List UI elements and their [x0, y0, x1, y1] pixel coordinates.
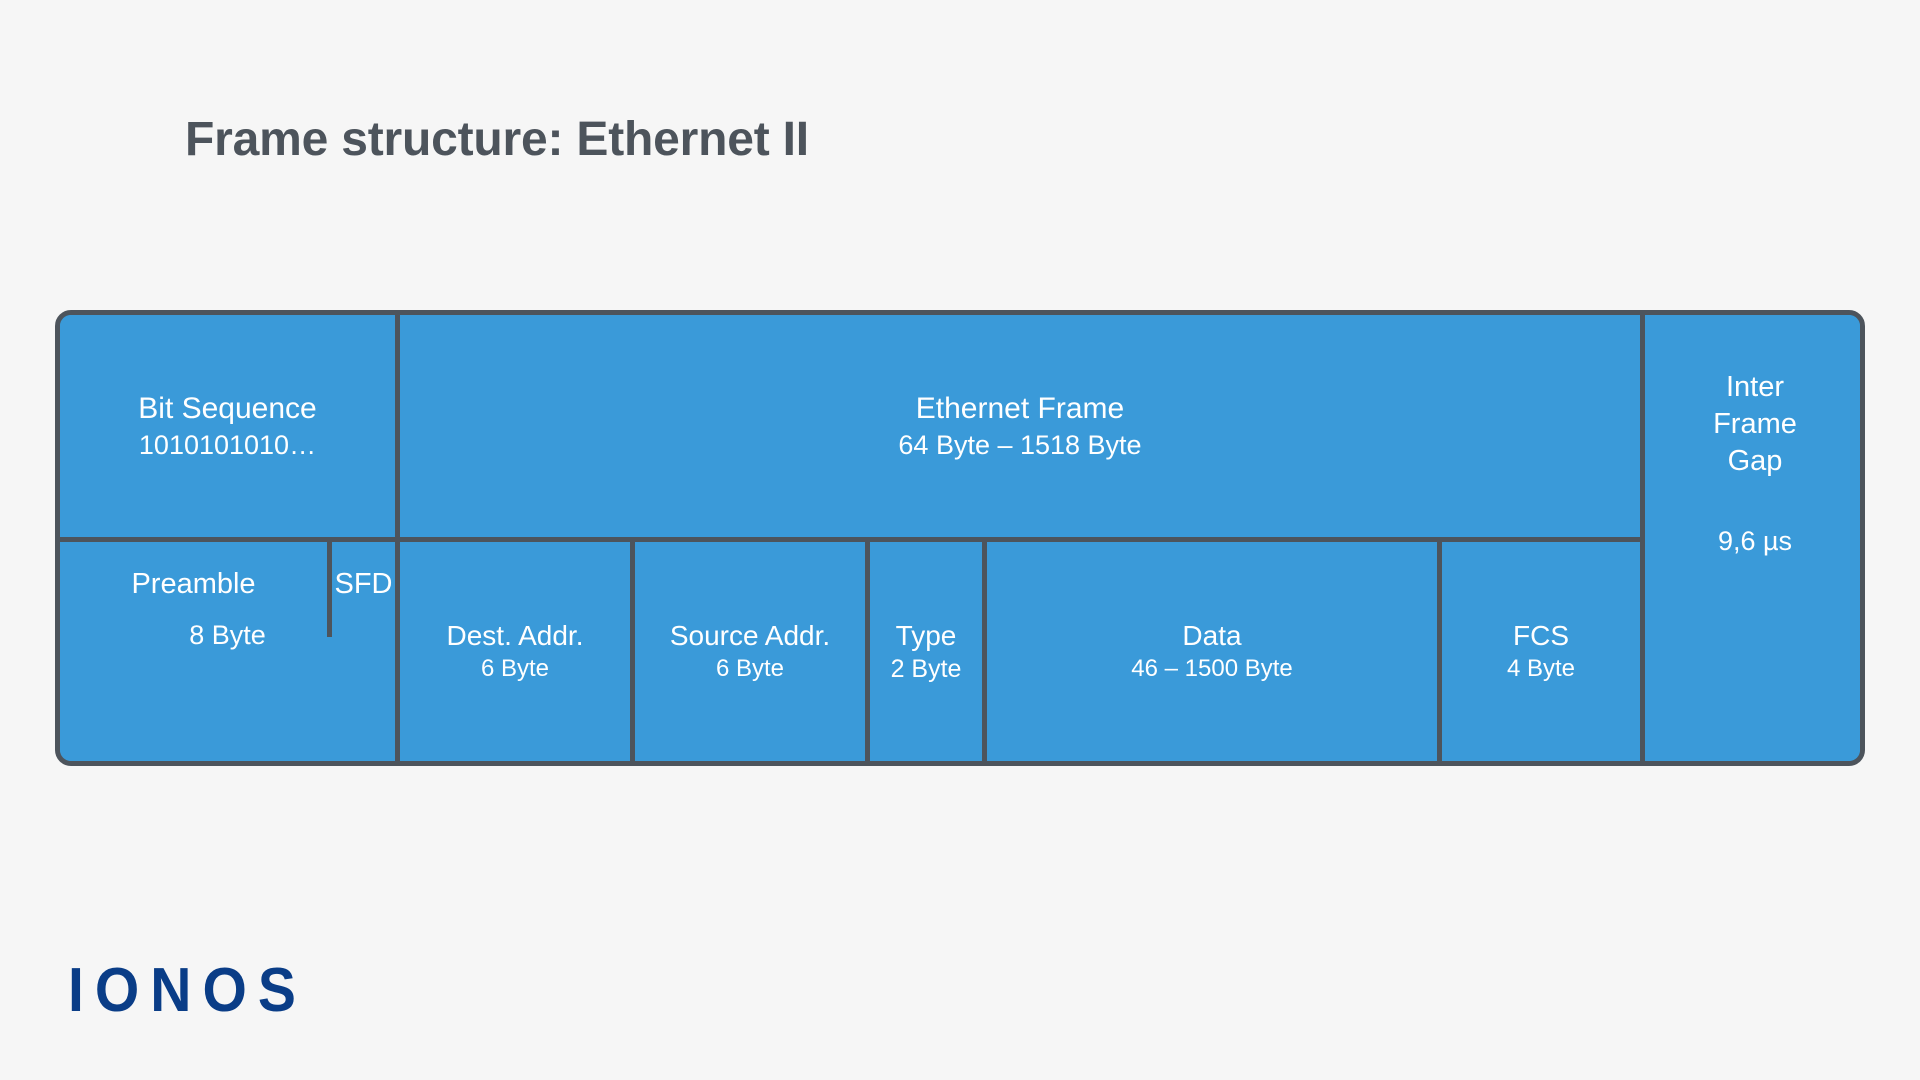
divider-bit-sequence-ethernet-frame: [395, 315, 400, 761]
field-type-sublabel: 2 Byte: [890, 655, 962, 684]
field-sfd-label: SFD: [334, 568, 393, 600]
divider-source-type: [865, 542, 870, 761]
divider-preamble-sfd: [327, 537, 332, 637]
field-preamble: Preamble: [60, 542, 327, 761]
field-inter-frame-gap-sublabel: 9,6 µs: [1717, 526, 1793, 557]
field-fcs-label: FCS: [1513, 620, 1569, 652]
field-data-sublabel: 46 – 1500 Byte: [1131, 655, 1293, 683]
field-ethernet-frame-sublabel: 64 Byte – 1518 Byte: [898, 429, 1142, 460]
page-title: Frame structure: Ethernet II: [185, 113, 809, 166]
field-source-addr-label: Source Addr.: [669, 620, 831, 652]
field-dest-addr: Dest. Addr. 6 Byte: [400, 542, 630, 761]
field-inter-frame-gap-label-line1: Inter: [1725, 371, 1785, 403]
field-type: Type 2 Byte: [870, 542, 982, 761]
field-inter-frame-gap-label-line2: Frame: [1713, 408, 1797, 441]
field-bit-sequence: Bit Sequence 1010101010…: [60, 315, 395, 537]
frame-structure-diagram: Bit Sequence 1010101010… Ethernet Frame …: [55, 310, 1865, 766]
field-inter-frame-gap-label-line3: Gap: [1727, 445, 1783, 478]
field-fcs: FCS 4 Byte: [1442, 542, 1640, 761]
field-inter-frame-gap: Inter Frame Gap 9,6 µs: [1645, 315, 1860, 761]
divider-row-horizontal: [60, 537, 1645, 542]
field-fcs-sublabel: 4 Byte: [1506, 655, 1576, 683]
field-ethernet-frame-label: Ethernet Frame: [915, 391, 1125, 425]
field-ethernet-frame: Ethernet Frame 64 Byte – 1518 Byte: [400, 315, 1640, 537]
field-source-addr-sublabel: 6 Byte: [715, 655, 785, 683]
field-dest-addr-sublabel: 6 Byte: [480, 655, 550, 683]
field-sfd: SFD: [332, 542, 395, 761]
field-bit-sequence-label: Bit Sequence: [138, 391, 317, 425]
field-dest-addr-label: Dest. Addr.: [446, 620, 584, 652]
divider-data-fcs: [1437, 542, 1442, 761]
field-source-addr: Source Addr. 6 Byte: [635, 542, 865, 761]
field-type-label: Type: [895, 619, 957, 651]
divider-inter-frame-gap: [1640, 315, 1645, 761]
divider-type-data: [982, 542, 987, 761]
field-preamble-label: Preamble: [131, 568, 256, 600]
field-bit-sequence-sublabel: 1010101010…: [138, 429, 317, 460]
divider-dest-source: [630, 542, 635, 761]
field-preamble-sfd-size: 8 Byte: [189, 620, 266, 650]
ionos-logo: IONOS: [68, 956, 308, 1025]
field-data-label: Data: [1182, 620, 1242, 652]
field-data: Data 46 – 1500 Byte: [987, 542, 1437, 761]
